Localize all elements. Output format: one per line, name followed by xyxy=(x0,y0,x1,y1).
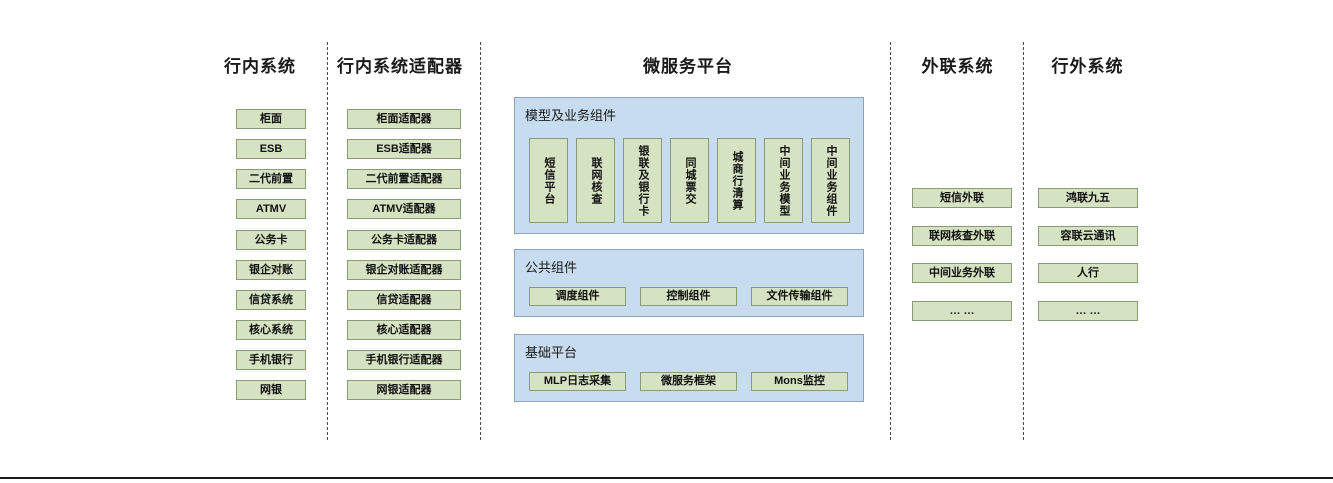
node-adapter-1[interactable]: ESB适配器 xyxy=(347,139,461,159)
node-model-6-label: 中间业务组件 xyxy=(825,144,837,217)
node-internal-2[interactable]: 二代前置 xyxy=(236,169,306,189)
node-model-5[interactable]: 中间业务模型 xyxy=(764,138,803,223)
node-base-1[interactable]: 微服务框架 xyxy=(640,372,737,391)
panel-title-base-platform: 基础平台 xyxy=(525,345,578,360)
panel-title-model-business-components: 模型及业务组件 xyxy=(525,108,617,123)
node-adapter-7[interactable]: 核心适配器 xyxy=(347,320,461,340)
node-model-1[interactable]: 联网核查 xyxy=(576,138,615,223)
node-internal-1[interactable]: ESB xyxy=(236,139,306,159)
node-base-2[interactable]: Mons监控 xyxy=(751,372,848,391)
node-external-link-1[interactable]: 联网核查外联 xyxy=(912,226,1012,246)
panel-title-public-components: 公共组件 xyxy=(525,260,578,275)
node-model-6[interactable]: 中间业务组件 xyxy=(811,138,850,223)
bottom-rule xyxy=(0,477,1333,479)
node-outside-3[interactable]: … … xyxy=(1038,301,1138,321)
node-internal-3[interactable]: ATMV xyxy=(236,199,306,219)
node-internal-5[interactable]: 银企对账 xyxy=(236,260,306,280)
divider-internal-adapter xyxy=(327,42,328,440)
divider-adapter-platform xyxy=(480,42,481,440)
column-title-internal: 行内系统 xyxy=(224,57,296,76)
column-title-external-link: 外联系统 xyxy=(921,57,994,76)
node-external-link-3[interactable]: … … xyxy=(912,301,1012,321)
divider-platform-external xyxy=(890,42,891,440)
node-model-5-label: 中间业务模型 xyxy=(778,144,790,217)
column-title-platform: 微服务平台 xyxy=(643,57,733,76)
node-internal-0[interactable]: 柜面 xyxy=(236,109,306,129)
node-external-link-0[interactable]: 短信外联 xyxy=(912,188,1012,208)
column-title-outside: 行外系统 xyxy=(1051,57,1124,76)
node-adapter-0[interactable]: 柜面适配器 xyxy=(347,109,461,129)
node-model-2-label: 银联及银行卡 xyxy=(637,144,649,217)
divider-external-outside xyxy=(1023,42,1024,440)
node-adapter-4[interactable]: 公务卡适配器 xyxy=(347,230,461,250)
node-external-link-2[interactable]: 中间业务外联 xyxy=(912,263,1012,283)
node-internal-6[interactable]: 信贷系统 xyxy=(236,290,306,310)
node-public-2[interactable]: 文件传输组件 xyxy=(751,287,848,306)
node-internal-7[interactable]: 核心系统 xyxy=(236,320,306,340)
node-outside-1[interactable]: 容联云通讯 xyxy=(1038,226,1138,246)
node-base-0[interactable]: MLP日志采集 xyxy=(529,372,626,391)
node-model-3-label: 同城票交 xyxy=(684,156,696,205)
column-title-adapter: 行内系统适配器 xyxy=(337,57,463,76)
node-model-1-label: 联网核查 xyxy=(590,156,602,205)
panel-public-components: 公共组件 xyxy=(514,249,864,317)
node-internal-9[interactable]: 网银 xyxy=(236,380,306,400)
node-model-0-label: 短信平台 xyxy=(543,156,555,205)
node-adapter-6[interactable]: 信贷适配器 xyxy=(347,290,461,310)
panel-base-platform: 基础平台 xyxy=(514,334,864,402)
node-model-0[interactable]: 短信平台 xyxy=(529,138,568,223)
node-outside-0[interactable]: 鸿联九五 xyxy=(1038,188,1138,208)
node-adapter-5[interactable]: 银企对账适配器 xyxy=(347,260,461,280)
node-internal-8[interactable]: 手机银行 xyxy=(236,350,306,370)
node-public-0[interactable]: 调度组件 xyxy=(529,287,626,306)
node-public-1[interactable]: 控制组件 xyxy=(640,287,737,306)
node-model-2[interactable]: 银联及银行卡 xyxy=(623,138,662,223)
node-adapter-9[interactable]: 网银适配器 xyxy=(347,380,461,400)
node-adapter-8[interactable]: 手机银行适配器 xyxy=(347,350,461,370)
node-model-4[interactable]: 城商行清算 xyxy=(717,138,756,223)
node-model-3[interactable]: 同城票交 xyxy=(670,138,709,223)
node-outside-2[interactable]: 人行 xyxy=(1038,263,1138,283)
node-internal-4[interactable]: 公务卡 xyxy=(236,230,306,250)
node-adapter-3[interactable]: ATMV适配器 xyxy=(347,199,461,219)
node-adapter-2[interactable]: 二代前置适配器 xyxy=(347,169,461,189)
node-model-4-label: 城商行清算 xyxy=(731,150,743,211)
